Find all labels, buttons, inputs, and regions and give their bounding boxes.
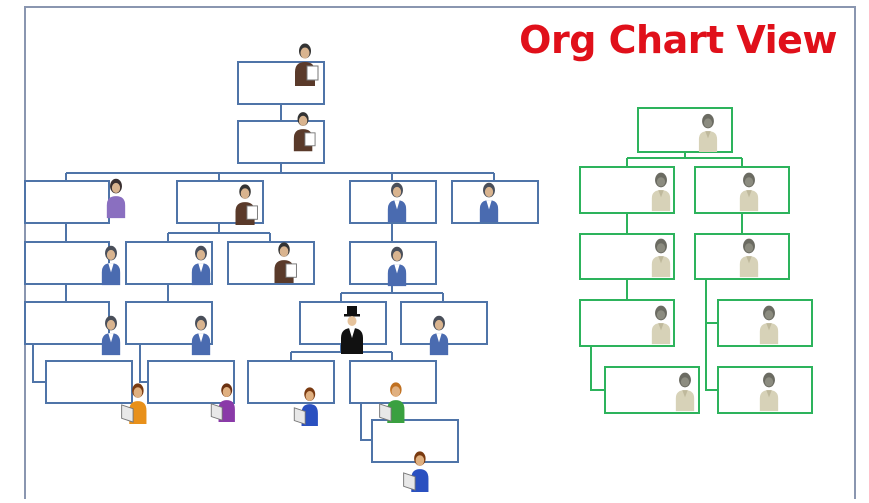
org-box-staff-3 — [247, 360, 335, 404]
org-box-manager-2b — [227, 241, 315, 285]
slide-title: Org Chart View — [519, 18, 837, 62]
green-org-connectors — [590, 152, 743, 391]
green-box-top — [637, 107, 733, 153]
org-box-manager-1a — [24, 241, 110, 285]
org-box-director-1 — [24, 180, 110, 224]
org-box-staff-2 — [147, 360, 235, 404]
org-box-staff-4 — [349, 360, 437, 404]
org-box-staff-1 — [45, 360, 133, 404]
green-org-chart — [579, 107, 813, 414]
blue-org-connectors — [32, 104, 495, 441]
org-box-lead-1a — [24, 301, 110, 345]
